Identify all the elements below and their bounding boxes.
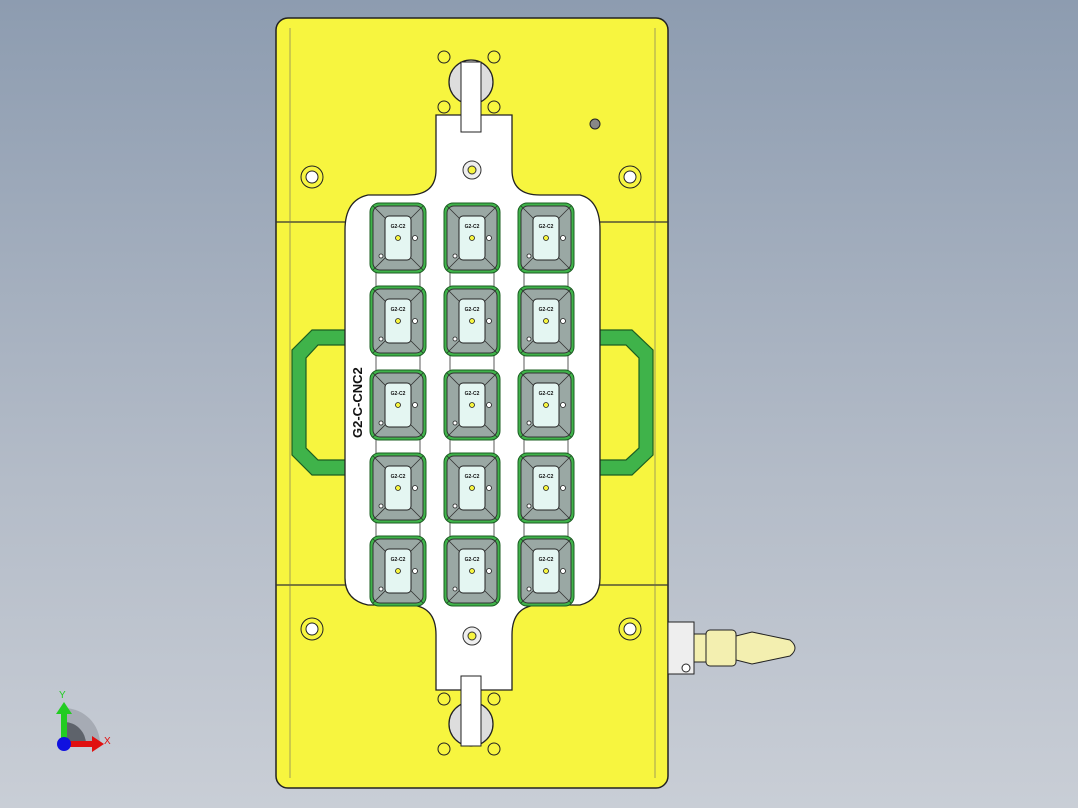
- axis-y-arrow: [61, 712, 67, 744]
- clamp-bottom: [437, 675, 501, 756]
- cavity-label: G2-C2: [391, 307, 406, 313]
- axis-x-arrow: [64, 741, 94, 747]
- cavity: G2-C2: [369, 202, 427, 274]
- cavity-label: G2-C2: [391, 224, 406, 230]
- cavity: G2-C2: [517, 369, 575, 441]
- cavity-label: G2-C2: [539, 391, 554, 397]
- cavity-label: G2-C2: [391, 391, 406, 397]
- cavity: G2-C2: [443, 369, 501, 441]
- cavity: G2-C2: [517, 452, 575, 524]
- mounting-holes: [300, 118, 642, 641]
- cavity: G2-C2: [369, 369, 427, 441]
- axis-z-dot: [57, 737, 71, 751]
- cavity: G2-C2: [369, 535, 427, 607]
- cavity-label: G2-C2: [539, 307, 554, 313]
- air-connector[interactable]: [667, 621, 796, 675]
- cavity-label: G2-C2: [539, 224, 554, 230]
- cavity: G2-C2: [443, 285, 501, 357]
- clamp-top: [437, 50, 501, 133]
- cavity-label: G2-C2: [465, 307, 480, 313]
- cavity-label: G2-C2: [539, 474, 554, 480]
- cavity: G2-C2: [443, 452, 501, 524]
- cavity: G2-C2: [443, 535, 501, 607]
- cavity: G2-C2: [517, 202, 575, 274]
- cavity-label: G2-C2: [539, 557, 554, 563]
- part-label: G2-C-CNC2: [350, 367, 365, 438]
- cavity: G2-C2: [443, 202, 501, 274]
- cavity-label: G2-C2: [465, 474, 480, 480]
- cavity-label: G2-C2: [391, 474, 406, 480]
- cavity-label: G2-C2: [465, 557, 480, 563]
- cavity: G2-C2: [517, 285, 575, 357]
- cavity: G2-C2: [369, 285, 427, 357]
- cavity-label: G2-C2: [391, 557, 406, 563]
- cavity-label: G2-C2: [465, 391, 480, 397]
- cavity: G2-C2: [369, 452, 427, 524]
- cavity: G2-C2: [517, 535, 575, 607]
- axis-x-label: X: [104, 736, 111, 747]
- axis-y-label: Y: [59, 690, 66, 701]
- cavity-label: G2-C2: [465, 224, 480, 230]
- axis-triad: Y X: [56, 690, 111, 752]
